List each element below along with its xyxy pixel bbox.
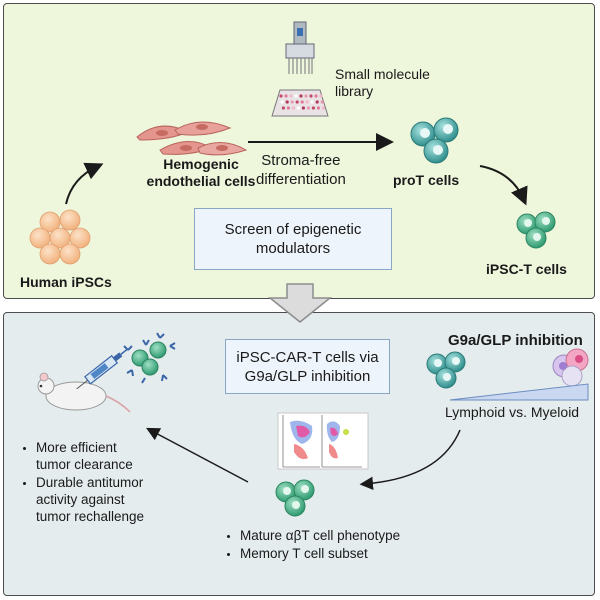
plate-well: [311, 106, 315, 110]
plate-well: [289, 94, 293, 98]
arrow-to-hemogenic: [65, 162, 104, 205]
plate-well: [319, 94, 323, 98]
plate-well: [305, 100, 309, 104]
plate-well: [300, 100, 304, 104]
human-ipscs-label: Human iPSCs: [20, 274, 112, 290]
plate-well: [280, 100, 284, 104]
down-arrow-icon: [267, 283, 333, 323]
plate-well: [314, 94, 318, 98]
car-t-cells-icon: [123, 332, 176, 384]
ipsc-t-cells-icon: [516, 211, 556, 249]
mature-t-cells-icon: [275, 479, 315, 517]
outcome-item: More efficient tumor clearance: [36, 439, 144, 473]
plate-well: [291, 106, 295, 110]
hemogenic-label: Hemogenic endothelial cells: [146, 156, 256, 189]
prot-cells-icon: [410, 117, 459, 164]
plate-well: [301, 106, 305, 110]
prot-cells-label: proT cells: [393, 172, 460, 188]
syringe-icon: [76, 348, 128, 390]
plate-well: [309, 94, 313, 98]
mouse-icon: [37, 372, 131, 413]
gradient-wedge: [449, 383, 589, 401]
pipette-plate-icon: [271, 21, 329, 117]
stroma-free-label: Stroma-free differentiation: [256, 152, 346, 188]
plate-well: [281, 106, 285, 110]
plate-well: [286, 106, 290, 110]
small-molecule-library-label: Small molecule library: [335, 66, 430, 99]
lymphoid-cells-icon: [426, 351, 466, 389]
g9a-title: G9a/GLP inhibition: [448, 332, 583, 349]
arrow-to-outcomes: [146, 427, 249, 483]
plate-well: [306, 106, 310, 110]
plate-well: [321, 106, 325, 110]
car-t-box: iPSC-CAR-T cells via G9a/GLP inhibition: [225, 339, 390, 394]
lymphoid-myeloid-label: Lymphoid vs. Myeloid: [445, 404, 580, 420]
plate-well: [279, 94, 283, 98]
phenotype-item: Mature αβT cell phenotype: [240, 527, 400, 544]
endothelial-cells-icon: [136, 121, 248, 156]
plate-well: [294, 94, 298, 98]
flow-cytometry-icon: [277, 412, 369, 470]
plate-well: [304, 94, 308, 98]
plate-well: [296, 106, 300, 110]
phenotype-list: Mature αβT cell phenotype Memory T cell …: [224, 527, 400, 563]
plate-well: [299, 94, 303, 98]
arrow-to-ipsc-t: [479, 165, 528, 206]
plate-well: [295, 100, 299, 104]
plate-well: [320, 100, 324, 104]
plate-well: [285, 100, 289, 104]
phenotype-item: Memory T cell subset: [240, 545, 400, 562]
arrow-to-mature: [359, 429, 461, 491]
outcomes-list: More efficient tumor clearance Durable a…: [20, 439, 144, 526]
plate-well: [310, 100, 314, 104]
screen-box: Screen of epigenetic modulators: [194, 208, 392, 270]
ipsc-t-cells-label: iPSC-T cells: [486, 261, 567, 277]
plate-well: [316, 106, 320, 110]
plate-well: [284, 94, 288, 98]
outcome-item: Durable antitumor activity against tumor…: [36, 474, 144, 525]
human-ipscs-icon: [29, 209, 91, 265]
plate-well: [315, 100, 319, 104]
plate-well: [290, 100, 294, 104]
myeloid-cells-icon: [552, 348, 589, 387]
